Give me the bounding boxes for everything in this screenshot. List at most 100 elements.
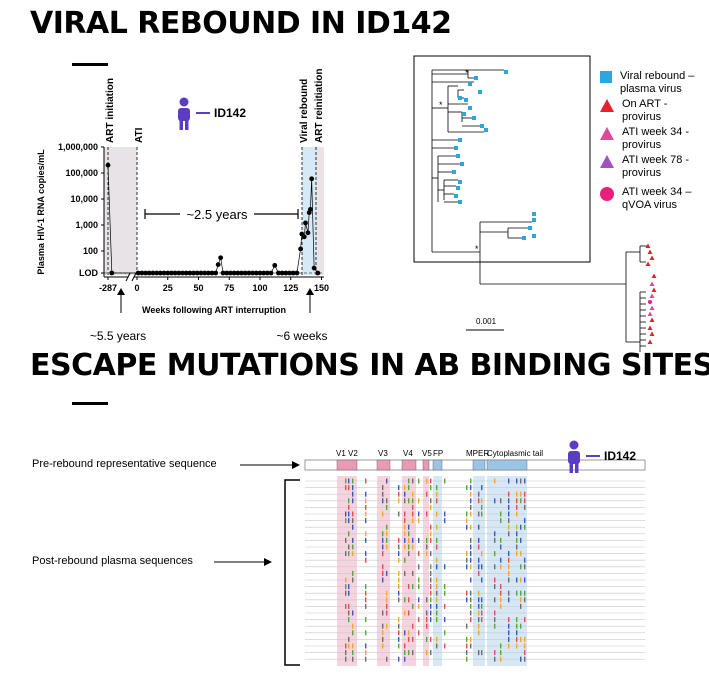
mutation-mark <box>418 518 420 524</box>
mutation-mark <box>436 636 438 642</box>
data-point <box>239 270 244 276</box>
mutation-mark <box>430 551 432 557</box>
mutation-mark <box>516 630 518 636</box>
mutation-mark <box>386 537 388 543</box>
mutation-mark <box>500 557 502 563</box>
region-v1v2-shade <box>337 476 357 666</box>
region-v5-shade <box>423 476 429 666</box>
circle-icon <box>600 187 614 201</box>
mutation-mark <box>408 524 410 530</box>
mutation-mark <box>508 617 510 623</box>
mutation-mark <box>365 643 367 649</box>
mutation-mark <box>466 551 468 557</box>
mutation-mark <box>365 597 367 603</box>
mutation-mark <box>430 650 432 656</box>
data-point <box>218 255 224 261</box>
tree-tip-rebound <box>468 82 472 86</box>
mutation-mark <box>398 597 400 603</box>
mutation-mark <box>345 577 347 583</box>
mutation-mark <box>436 544 438 550</box>
mutation-mark <box>470 564 472 570</box>
mutation-mark <box>436 577 438 583</box>
mutation-mark <box>345 590 347 596</box>
mutation-mark <box>500 590 502 596</box>
mutation-mark <box>398 630 400 636</box>
mutation-mark <box>481 551 483 557</box>
data-point <box>315 270 321 276</box>
triangle-icon <box>600 127 614 140</box>
mutation-mark <box>478 597 480 603</box>
region-mper-shade <box>473 476 485 666</box>
data-point <box>303 220 308 226</box>
reference-sequence-bar <box>304 459 646 471</box>
mutation-mark <box>352 643 354 649</box>
mutation-mark <box>430 636 432 642</box>
mutation-mark <box>386 597 388 603</box>
mutation-mark <box>418 564 420 570</box>
mutation-mark <box>470 590 472 596</box>
mutation-mark <box>408 650 410 656</box>
mutation-mark <box>404 630 406 636</box>
mutation-mark <box>470 557 472 563</box>
tree-tip-rebound <box>468 106 472 110</box>
mutation-mark <box>444 564 446 570</box>
mutation-mark <box>436 537 438 543</box>
tree-tip-rebound <box>480 124 484 128</box>
mutation-mark <box>430 524 432 530</box>
data-point <box>301 234 307 240</box>
mutation-mark <box>382 643 384 649</box>
data-point <box>294 270 300 276</box>
mutation-mark <box>352 650 354 656</box>
mutation-mark <box>430 610 432 616</box>
mutation-mark <box>348 610 350 616</box>
mutation-mark <box>412 478 414 484</box>
mutation-mark <box>470 504 472 510</box>
mutation-mark <box>508 518 510 524</box>
mutation-mark <box>408 478 410 484</box>
mutation-mark <box>352 498 354 504</box>
mutation-mark <box>436 485 438 491</box>
mutation-mark <box>386 590 388 596</box>
mutation-mark <box>345 478 347 484</box>
mutation-mark <box>404 610 406 616</box>
mutation-mark <box>494 623 496 629</box>
mutation-mark <box>382 630 384 636</box>
viral-rebound-annotation: Viral rebound <box>299 79 310 143</box>
data-point <box>202 270 208 276</box>
mutation-mark <box>412 544 414 550</box>
mutation-mark <box>516 643 518 649</box>
mutation-mark <box>398 498 400 504</box>
tree-tip-provirus <box>647 311 653 316</box>
support-mark: * <box>465 68 469 78</box>
data-point <box>231 270 237 276</box>
mutation-mark <box>348 511 350 517</box>
mutation-mark <box>430 590 432 596</box>
axis-break-1 <box>125 272 131 282</box>
data-point <box>139 270 145 276</box>
span-label-bg <box>180 205 254 223</box>
participant-label: ID142 <box>214 106 246 120</box>
mutation-mark <box>516 498 518 504</box>
tree-tip-rebound <box>458 180 462 184</box>
mutation-mark <box>478 564 480 570</box>
mutation-mark <box>500 518 502 524</box>
mutation-mark <box>520 590 522 596</box>
mutation-mark <box>348 617 350 623</box>
mutation-mark <box>508 623 510 629</box>
mutation-mark <box>524 636 526 642</box>
mutation-mark <box>481 498 483 504</box>
mutation-mark <box>466 524 468 530</box>
mutation-mark <box>520 537 522 543</box>
mutation-mark <box>398 584 400 590</box>
y-tick-label: 10,000 <box>70 194 98 204</box>
data-point <box>209 270 215 276</box>
mutation-mark <box>352 623 354 629</box>
person-icon <box>178 97 190 130</box>
mutation-mark <box>345 511 347 517</box>
data-point <box>228 270 233 276</box>
region-fp-shade <box>433 476 442 666</box>
mutation-mark <box>348 643 350 649</box>
mutation-mark <box>426 597 428 603</box>
data-point <box>283 270 289 276</box>
mutation-mark <box>382 531 384 537</box>
